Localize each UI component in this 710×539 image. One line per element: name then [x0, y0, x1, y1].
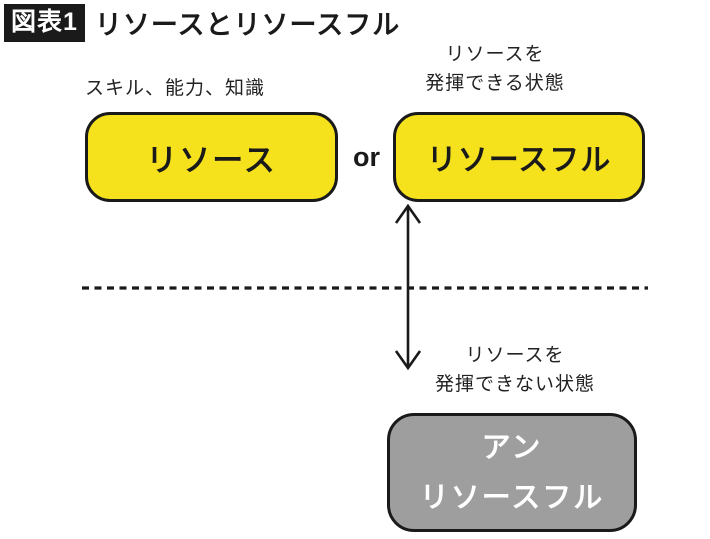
- unresourceful-box: アン リソースフル: [387, 413, 637, 532]
- resourceful-state-label: リソースを 発揮できる状態: [393, 40, 597, 98]
- resourceful-box-label: リソースフル: [426, 144, 612, 177]
- resource-box-label: リソース: [146, 142, 277, 178]
- unresourceful-state-label-line2: 発揮できない状態: [434, 374, 595, 395]
- unresourceful-state-label-line1: リソースを: [465, 345, 565, 366]
- skills-ability-knowledge-label: スキル、能力、知識: [84, 78, 265, 99]
- resourceful-box: リソースフル: [393, 112, 645, 202]
- dashed-divider-line: [82, 286, 648, 290]
- resourceful-state-label-line1: リソースを: [445, 44, 545, 65]
- or-label: or: [353, 141, 380, 172]
- unresourceful-box-label-line1: アン: [481, 431, 543, 464]
- resource-box: リソース: [85, 112, 338, 202]
- figure-number-badge: 図表1: [4, 3, 85, 42]
- figure-title: リソースとリソースフル: [94, 10, 401, 40]
- unresourceful-box-label-line2: リソースフル: [419, 481, 605, 514]
- resourceful-state-label-line2: 発揮できる状態: [425, 73, 565, 94]
- figure-header: 図表1 リソースとリソースフル: [4, 3, 400, 42]
- unresourceful-state-label: リソースを 発揮できない状態: [405, 341, 625, 399]
